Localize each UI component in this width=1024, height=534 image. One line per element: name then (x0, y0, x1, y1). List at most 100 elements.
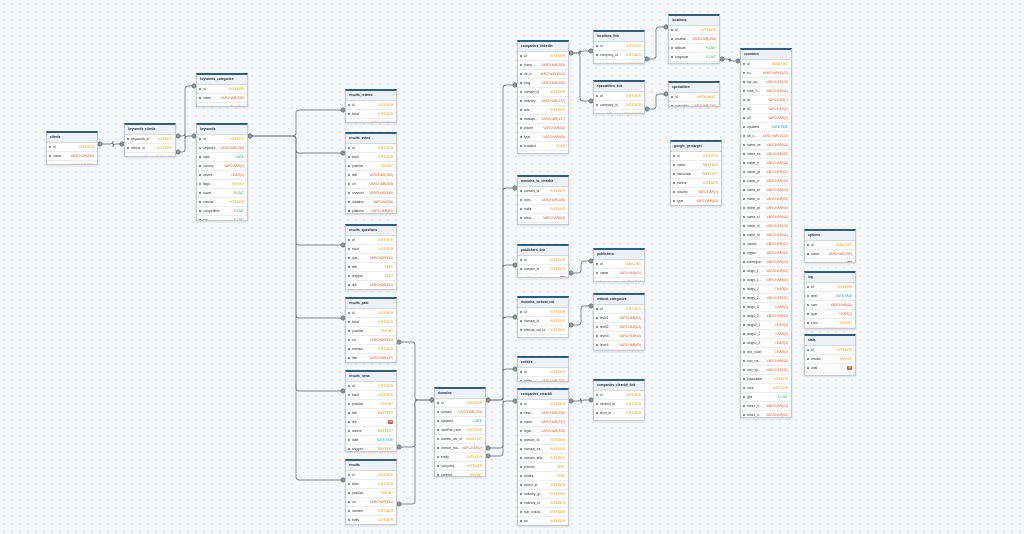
table-title[interactable]: specialities_link (594, 82, 644, 92)
table-field[interactable]: domiar_cou...VARCHAR(2) (435, 444, 485, 453)
relationship-endpoint-icon[interactable] (485, 397, 491, 403)
table-field[interactable]: curr_na...VARCHAR(63) (741, 357, 791, 366)
table-title[interactable]: results_video (346, 134, 396, 144)
table-field[interactable]: api_ca...VARCHAR(63) (741, 78, 791, 87)
relationship-line[interactable] (569, 49, 593, 55)
table-field[interactable]: local_h...VARCHAR(63) (741, 87, 791, 96)
relationship-endpoint-icon[interactable] (485, 397, 491, 403)
table-title[interactable]: specialities (669, 83, 719, 93)
table-field[interactable]: tdns1_n...VARCHAR(63) (741, 402, 791, 411)
table-field[interactable]: logoVARCHAR(511) (518, 151, 568, 153)
table-field[interactable]: langs_2...VARCHAR(63) (741, 294, 791, 303)
table-title[interactable]: domains_webcat_cat (518, 298, 568, 308)
table-title[interactable]: results_news (346, 372, 396, 382)
table-title[interactable]: stats (805, 336, 855, 346)
relationship-line[interactable] (397, 341, 434, 401)
relationship-endpoint-icon[interactable] (568, 50, 574, 56)
relationship-endpoint-icon[interactable] (568, 50, 574, 56)
table-title[interactable]: google_geotarget (671, 142, 721, 152)
table-title[interactable]: keywords_clients (125, 125, 175, 135)
relationship-line[interactable] (176, 85, 196, 153)
table-field[interactable]: dom...VARCHAR(255) (518, 196, 568, 205)
relationship-endpoint-icon[interactable] (719, 56, 725, 62)
table-field[interactable]: level5VARCHAR(63) (594, 350, 644, 351)
relationship-line[interactable] (397, 399, 434, 448)
table-field[interactable]: domain_ca...INTEGER (518, 445, 568, 454)
table-title[interactable]: keywords (197, 125, 247, 135)
table-field[interactable]: link@ (346, 418, 396, 427)
relationship-endpoint-icon[interactable] (485, 453, 491, 459)
relationship-endpoint-icon[interactable] (396, 501, 402, 507)
relationship-endpoint-icon[interactable] (644, 106, 650, 112)
table-field[interactable]: domain_alia...INTEGER (518, 454, 568, 463)
table-title[interactable]: webcat_categories (594, 295, 644, 305)
relationship-line[interactable] (248, 135, 345, 154)
relationship-endpoint-icon[interactable] (247, 133, 253, 139)
table-field[interactable]: sub_indust...INTEGER (518, 508, 568, 517)
table-title[interactable]: publishers (594, 250, 644, 260)
relationship-line[interactable] (720, 57, 740, 63)
relationship-endpoint-icon[interactable] (247, 133, 253, 139)
table-title[interactable]: companies_clearbit (518, 390, 568, 400)
